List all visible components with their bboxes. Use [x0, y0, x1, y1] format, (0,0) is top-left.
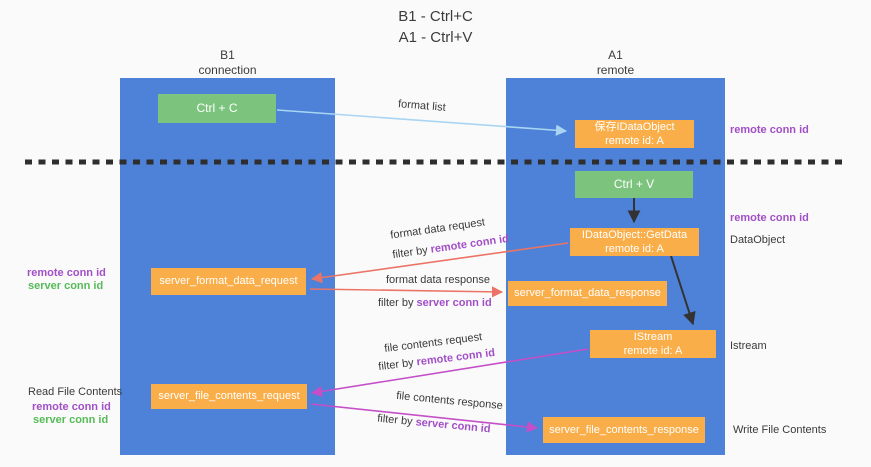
lane-b1-title: B1: [220, 48, 235, 62]
label-format-data-response: format data response: [386, 274, 490, 286]
label-server-conn-id-left-1: server conn id: [28, 280, 104, 292]
label-remote-conn-id-left-2: remote conn id: [32, 401, 111, 413]
label-file-contents-response-filter: filter by server conn id: [377, 413, 491, 436]
title-line-2: A1 - Ctrl+V: [398, 29, 473, 46]
node-server-file-contents-request: server_file_contents_request: [151, 384, 307, 409]
filter-key-server-conn-id: server conn id: [415, 416, 492, 436]
lane-header-a1: A1 remote: [506, 48, 725, 78]
title-line-1: B1 - Ctrl+C: [398, 8, 473, 25]
label-read-file-contents: Read File Contents: [28, 386, 123, 398]
node-istream-line1: IStream: [633, 330, 673, 343]
filter-key-remote-conn-id: remote conn id: [429, 232, 510, 256]
label-remote-conn-id-mid: remote conn id: [730, 212, 809, 224]
node-file-request-label: server_file_contents_request: [158, 390, 300, 403]
node-ctrl-c-label: Ctrl + C: [196, 100, 238, 115]
filter-prefix: filter by: [391, 243, 432, 262]
lane-b1-subtitle: connection: [198, 63, 257, 77]
label-format-data-response-filter: filter by server conn id: [378, 297, 492, 309]
node-getdata-line2: remote id: A: [605, 243, 664, 255]
arrow-format-data-response: [309, 286, 504, 298]
node-istream-line2: remote id: A: [623, 345, 683, 357]
filter-prefix: filter by: [376, 412, 417, 429]
node-istream: IStream remote id: A: [590, 330, 716, 358]
label-format-list: format list: [397, 98, 447, 114]
node-save-idataobject-line1: 保存IDataObject: [594, 120, 675, 133]
node-server-format-data-response: server_format_data_response: [508, 281, 667, 306]
filter-key-remote-conn-id: remote conn id: [415, 346, 496, 369]
label-remote-conn-id-top: remote conn id: [730, 124, 809, 136]
node-file-response-label: server_file_contents_response: [549, 423, 699, 436]
node-save-idataobject-line2: remote id: A: [605, 135, 664, 147]
filter-prefix: filter by: [377, 356, 418, 374]
label-write-file-contents: Write File Contents: [733, 424, 827, 436]
label-remote-conn-id-left-1: remote conn id: [27, 267, 106, 279]
label-server-conn-id-left-2: server conn id: [33, 414, 109, 426]
node-ctrl-c: Ctrl + C: [158, 94, 276, 123]
node-save-idataobject: 保存IDataObject remote id: A: [575, 120, 694, 148]
node-ctrl-v: Ctrl + V: [575, 171, 693, 198]
label-istream: Istream: [730, 340, 767, 352]
filter-key-server-conn-id: server conn id: [416, 297, 492, 309]
node-server-format-data-request: server_format_data_request: [151, 268, 306, 295]
node-getdata-line1: IDataObject::GetData: [581, 228, 688, 241]
node-idataobject-getdata: IDataObject::GetData remote id: A: [570, 228, 699, 256]
lane-a1-subtitle: remote: [596, 63, 635, 77]
node-ctrl-v-label: Ctrl + V: [613, 176, 655, 191]
lane-a1-title: A1: [608, 48, 623, 62]
filter-prefix: filter by: [378, 297, 417, 309]
label-dataobject: DataObject: [730, 234, 786, 246]
diagram-title: B1 - Ctrl+C A1 - Ctrl+V: [0, 6, 871, 48]
node-format-response-label: server_format_data_response: [514, 287, 661, 300]
lane-header-b1: B1 connection: [120, 48, 335, 78]
label-file-contents-response: file contents response: [395, 389, 504, 413]
node-server-file-contents-response: server_file_contents_response: [543, 417, 705, 443]
node-format-request-label: server_format_data_request: [159, 275, 298, 288]
